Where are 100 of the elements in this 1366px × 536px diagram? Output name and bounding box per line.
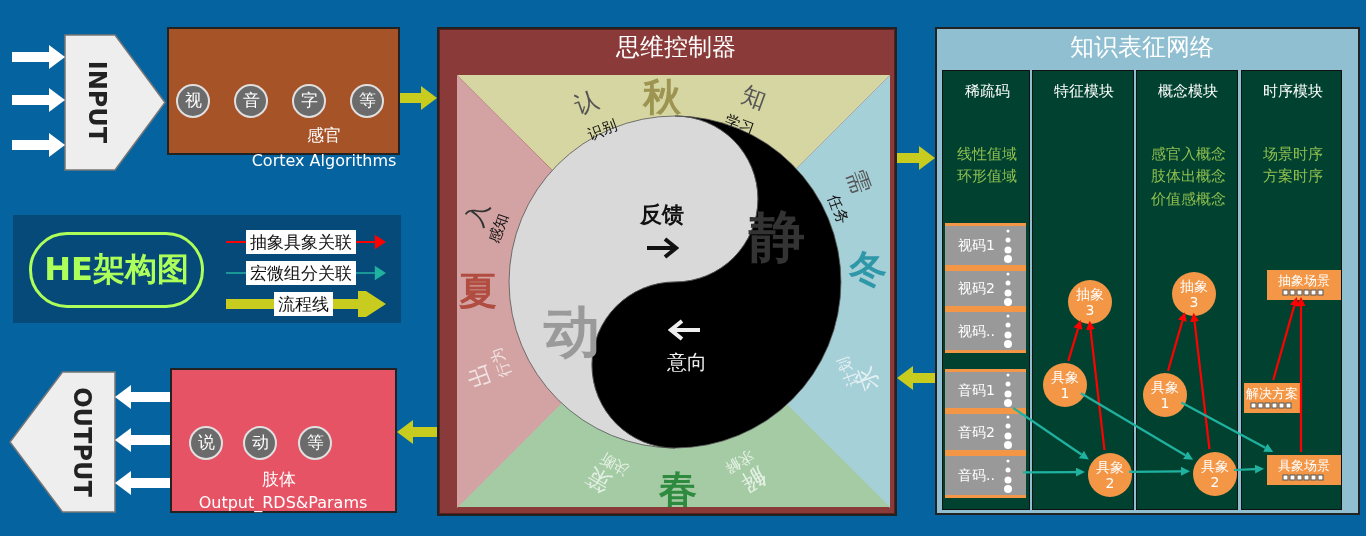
column-title: 概念模块 [1158, 82, 1218, 100]
flow-arrow [115, 428, 170, 452]
code-box [945, 309, 1026, 353]
quadrant-label: 感知 [486, 211, 512, 245]
letter-circle [350, 84, 384, 118]
arrow [1296, 297, 1306, 452]
module-column [1136, 70, 1238, 510]
flow-arrow [897, 366, 935, 390]
arrow [1167, 312, 1187, 372]
letter-circle [292, 84, 326, 118]
code-box [945, 411, 1026, 453]
code-label: 视码.. [958, 322, 995, 340]
panel-subtitle: Cortex Algorithms [251, 152, 397, 170]
scene-box [1267, 455, 1341, 485]
code-box [945, 268, 1026, 309]
code-box [945, 223, 1026, 268]
arrow [1012, 407, 1089, 460]
feedback-label: 反馈 [640, 202, 684, 228]
node-label: 音 [242, 91, 260, 111]
quadrant-character: 认 [571, 86, 603, 120]
legend-label: 宏微组分关联 [246, 261, 356, 285]
flow-arrow [12, 88, 65, 112]
panel-title: 思维控制器 [616, 33, 736, 61]
letter-circle [243, 426, 277, 460]
column-title: 稀疏码 [964, 82, 1010, 100]
quadrant-label: 识别 [585, 117, 619, 143]
arrow [1086, 320, 1106, 451]
flow-arrow [12, 45, 65, 69]
concept-label: 具象 [1051, 368, 1079, 385]
panel-title: 知识表征网络 [1070, 33, 1214, 61]
column-note: 感官入概念 [1150, 145, 1226, 163]
column-title: 时序模块 [1263, 82, 1323, 100]
big-character: 静 [749, 206, 805, 268]
node-label: 动 [251, 433, 269, 453]
code-label: 视码1 [958, 237, 995, 254]
flow-arrow [12, 133, 65, 157]
quadrant-label: 学习 [723, 112, 757, 138]
letter-circle [234, 84, 268, 118]
concept-circle [1193, 452, 1237, 496]
concept-number: 2 [1105, 475, 1115, 492]
flow-arrow [400, 86, 437, 110]
concept-number: 3 [1189, 294, 1199, 311]
concept-number: 2 [1210, 474, 1220, 491]
intent-label: 意向 [667, 351, 707, 373]
panel-subtitle: Output_RDS&Params [198, 494, 368, 512]
concept-circle [1043, 363, 1087, 407]
code-label: 视码2 [958, 280, 995, 297]
title-badge: HE架构图 [29, 232, 204, 308]
controller-panel [437, 27, 897, 516]
season-character: 秋 [643, 77, 681, 119]
node-label: 说 [197, 433, 215, 453]
limb-panel [170, 368, 397, 513]
concept-number: 1 [1160, 395, 1170, 412]
column-note: 价值感概念 [1150, 190, 1226, 208]
scene-label: 解决方案 [1246, 387, 1298, 402]
column-note: 方案时序 [1263, 167, 1323, 185]
output-label: OUTPUT [68, 387, 96, 497]
column-note: 场景时序 [1263, 145, 1323, 163]
module-column [942, 70, 1030, 510]
code-box [945, 369, 1026, 411]
scene-label: 具象场景 [1278, 459, 1330, 474]
concept-label: 抽象 [1180, 277, 1208, 294]
code-label: 音码1 [958, 381, 995, 399]
flow-arrow [397, 420, 437, 444]
flow-arrow [115, 471, 170, 495]
concept-circle [1068, 280, 1112, 324]
concept-circle [1172, 272, 1216, 316]
node-label: 视 [184, 91, 202, 111]
arrow [1067, 320, 1083, 362]
arrow [1233, 464, 1264, 474]
concept-label: 具象 [1201, 457, 1229, 474]
column-note: 线性值域 [957, 145, 1017, 163]
panel-title: 感官 [307, 125, 341, 145]
letter-circle [176, 84, 210, 118]
node-label: 等 [306, 433, 324, 453]
arrow [1129, 466, 1190, 476]
concept-label: 抽象 [1076, 285, 1104, 302]
season-character: 冬 [849, 249, 887, 291]
scene-box [1244, 383, 1300, 413]
code-label: 音码.. [958, 467, 995, 484]
arrow [1023, 467, 1085, 477]
input-label: INPUT [83, 60, 111, 144]
arrow [1190, 312, 1211, 450]
node-label: 等 [358, 91, 376, 111]
concept-circle [1143, 373, 1187, 417]
flow-arrow [115, 385, 170, 409]
concept-circle [1088, 453, 1132, 497]
scene-label: 抽象场景 [1278, 274, 1330, 289]
arrow [1272, 297, 1299, 381]
code-box [945, 453, 1026, 498]
arrow [1180, 401, 1274, 452]
concept-number: 3 [1085, 302, 1095, 319]
column-note: 肢体出概念 [1150, 167, 1226, 185]
season-character: 夏 [459, 271, 497, 313]
scene-box [1267, 270, 1341, 300]
module-column [1241, 70, 1342, 510]
flow-arrow [897, 146, 935, 170]
legend-label: 流程线 [274, 292, 333, 316]
letter-circle [298, 426, 332, 460]
concept-label: 具象 [1096, 458, 1124, 475]
